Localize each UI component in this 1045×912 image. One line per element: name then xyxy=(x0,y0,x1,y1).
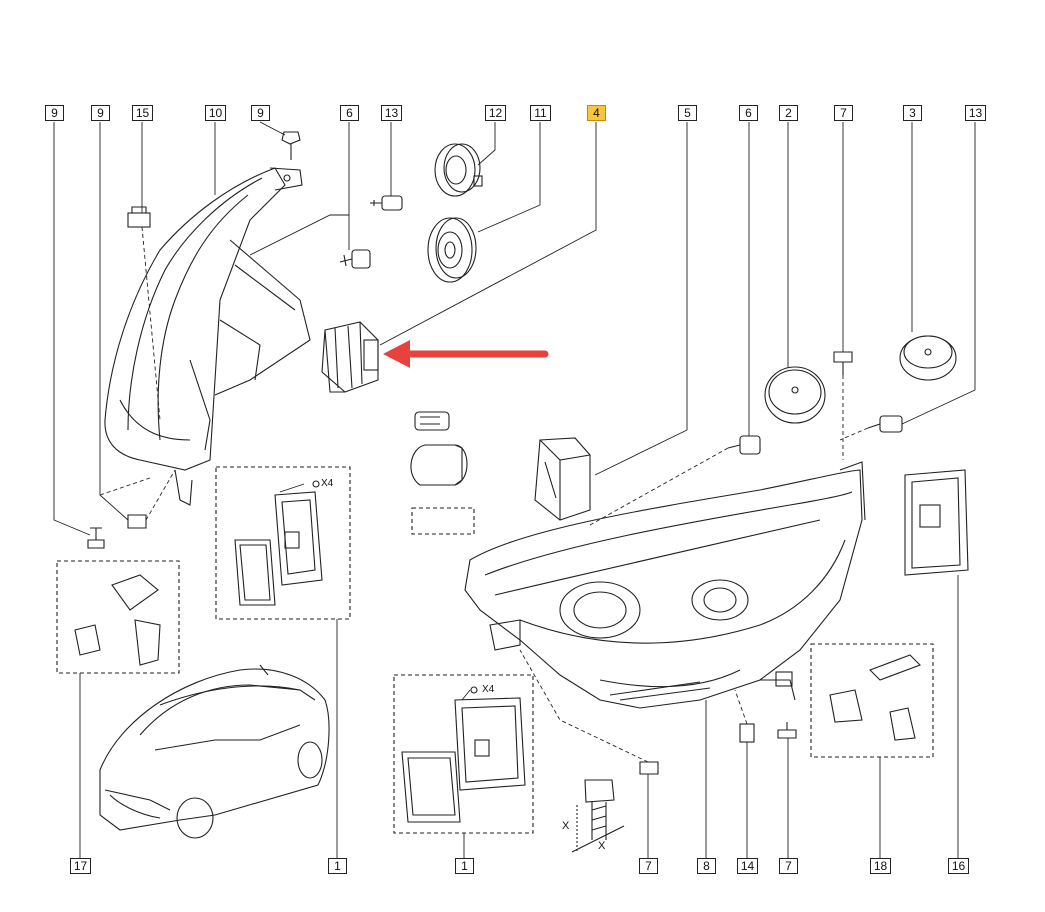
kit-part-1-center-parts xyxy=(401,686,526,823)
callout-top-1: 9 xyxy=(45,105,64,121)
screw-part-7-bottom xyxy=(777,722,797,739)
cap-part-12 xyxy=(434,143,483,197)
callout-bottom-6: 14 xyxy=(737,858,758,874)
callout-bottom-7: 7 xyxy=(779,858,798,874)
callout-top-5: 9 xyxy=(251,105,270,121)
callout-bottom-5: 8 xyxy=(697,858,716,874)
leader-lines xyxy=(53,121,976,858)
kit-box-part-1-center xyxy=(393,674,534,834)
callout-top-12: 6 xyxy=(739,105,758,121)
kit-box-part-1-left xyxy=(215,466,351,620)
bulb-connector xyxy=(414,411,450,431)
kit-part-17-parts xyxy=(74,574,161,666)
cap-part-2 xyxy=(764,366,826,424)
red-pointer-arrow xyxy=(383,340,549,368)
bulb-part-13-right xyxy=(867,415,903,433)
callout-top-16: 13 xyxy=(965,105,986,121)
bolt-dimension-drawing xyxy=(571,779,625,853)
dimension-label-diagonal: X xyxy=(598,840,606,852)
right-headlamp-front-view xyxy=(464,461,866,709)
bulb-part-6-left xyxy=(339,249,371,269)
callout-bottom-2: 1 xyxy=(328,858,347,874)
screw-part-9-lower xyxy=(87,514,147,549)
callout-top-9: 11 xyxy=(530,105,551,121)
dimension-label-vertical: X xyxy=(562,820,570,832)
callout-bottom-3: 1 xyxy=(455,858,474,874)
callout-top-11: 5 xyxy=(678,105,697,121)
control-unit-part-16 xyxy=(904,469,969,576)
callout-top-15: 3 xyxy=(903,105,922,121)
quantity-label-center-kit: X4 xyxy=(482,684,495,695)
kit-box-part-17 xyxy=(56,560,180,674)
clip-part-14 xyxy=(739,723,755,743)
kit-part-18-parts xyxy=(829,654,921,741)
kit-box-part-18 xyxy=(810,643,934,758)
callout-top-8: 12 xyxy=(485,105,506,121)
callout-bottom-4: 7 xyxy=(639,858,658,874)
callout-top-7: 13 xyxy=(381,105,402,121)
bulb-part-13-left xyxy=(370,195,403,211)
control-unit-part-4 xyxy=(321,321,379,393)
clip-part-15 xyxy=(127,206,151,228)
control-unit-part-5 xyxy=(534,437,591,521)
quantity-label-left-kit: X4 xyxy=(321,478,334,489)
callout-bottom-9: 16 xyxy=(948,858,969,874)
kit-part-1-left-parts xyxy=(234,480,323,606)
callout-top-2: 9 xyxy=(91,105,110,121)
left-headlamp-side-view xyxy=(104,167,311,506)
callout-top-14: 7 xyxy=(834,105,853,121)
cap-part-11 xyxy=(427,217,477,283)
screw-part-7-mid xyxy=(639,761,659,775)
bulb-amber xyxy=(410,444,468,486)
callout-top-10-highlighted: 4 xyxy=(587,105,606,121)
screw-part-7-top xyxy=(833,351,853,375)
callout-top-4: 10 xyxy=(205,105,226,121)
screw-part-9-top xyxy=(281,131,301,160)
bulb-part-6-right xyxy=(727,435,761,455)
car-illustration xyxy=(99,664,330,839)
callout-top-6: 6 xyxy=(340,105,359,121)
callout-bottom-8: 18 xyxy=(870,858,891,874)
callout-bottom-1: 17 xyxy=(70,858,91,874)
dashed-box-empty xyxy=(411,507,475,535)
callout-top-3: 15 xyxy=(132,105,153,121)
callout-top-13: 2 xyxy=(779,105,798,121)
cap-part-3 xyxy=(899,335,957,381)
